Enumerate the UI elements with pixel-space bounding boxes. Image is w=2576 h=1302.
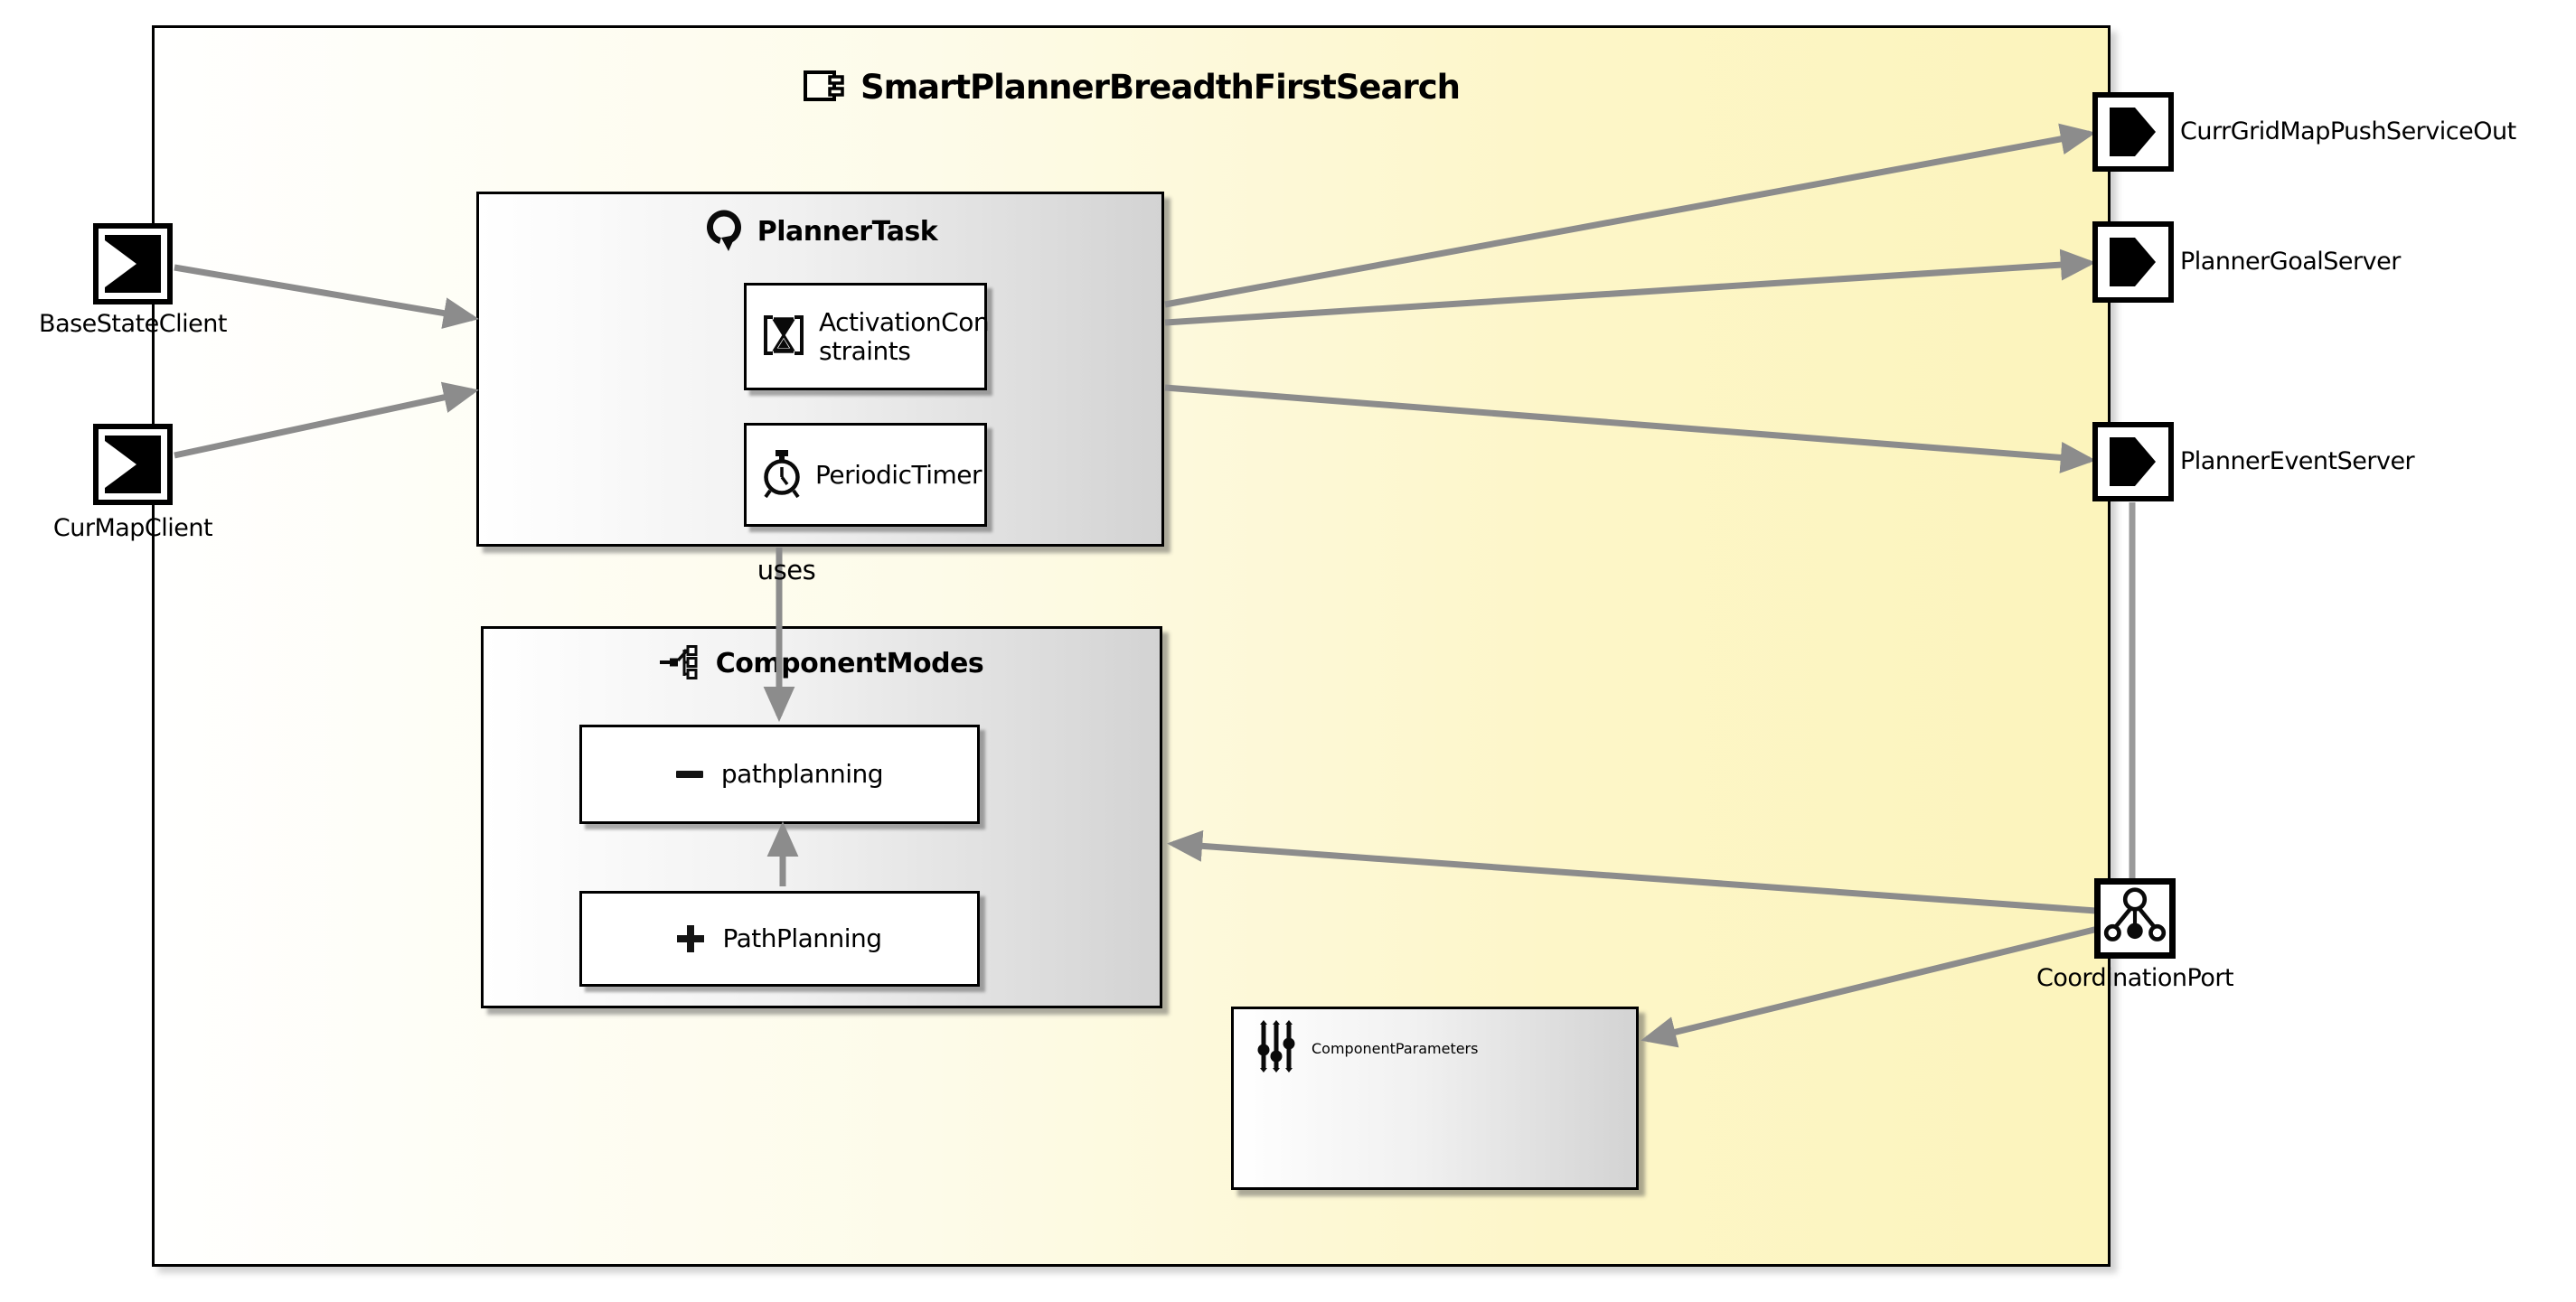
task-loop-icon bbox=[703, 207, 745, 256]
port-plannereventserver-label: PlannerEventServer bbox=[2180, 447, 2415, 475]
component-modes-title: ComponentModes bbox=[715, 647, 984, 679]
client-port-icon bbox=[105, 235, 161, 293]
planner-task-title-row: PlannerTask bbox=[479, 207, 1161, 256]
port-curmapclient-label: CurMapClient bbox=[52, 514, 213, 542]
periodic-timer-box[interactable]: PeriodicTimer bbox=[744, 423, 987, 527]
port-basestateclient-label: BaseStateClient bbox=[39, 310, 227, 338]
server-port-icon bbox=[2110, 238, 2156, 286]
hourglass-icon bbox=[759, 309, 808, 365]
activation-constraints-box[interactable]: ActivationCon straints bbox=[744, 283, 990, 390]
panel-component-modes[interactable]: ComponentModes pathplanning PathPlanning bbox=[481, 626, 1162, 1008]
panel-component-parameters[interactable]: ComponentParameters bbox=[1231, 1007, 1639, 1190]
mode-PathPlanning-box[interactable]: PathPlanning bbox=[579, 891, 980, 987]
mode-pathplanning-box[interactable]: pathplanning bbox=[579, 725, 980, 824]
minus-icon bbox=[675, 771, 703, 778]
port-plannergoalserver-label: PlannerGoalServer bbox=[2180, 248, 2401, 276]
port-coordination[interactable] bbox=[2094, 878, 2176, 959]
server-port-icon bbox=[2110, 108, 2156, 156]
component-title-row: SmartPlannerBreadthFirstSearch bbox=[155, 68, 2108, 107]
port-plannergoalserver[interactable] bbox=[2092, 221, 2174, 303]
uses-connector-label: uses bbox=[757, 555, 816, 585]
component-parameters-title: ComponentParameters bbox=[1312, 1039, 1479, 1057]
port-plannereventserver[interactable] bbox=[2092, 422, 2174, 501]
alarm-clock-icon bbox=[759, 448, 804, 502]
uml-component-icon bbox=[803, 70, 846, 106]
port-coordination-label: CoordinationPort bbox=[2035, 964, 2234, 992]
plus-icon bbox=[677, 925, 705, 952]
component-parameters-title-row: ComponentParameters bbox=[1255, 1020, 1478, 1076]
activation-constraints-label: ActivationCon straints bbox=[819, 307, 990, 366]
coordination-port-icon bbox=[2103, 887, 2167, 941]
modes-tree-icon bbox=[659, 643, 703, 683]
port-basestateclient[interactable] bbox=[93, 223, 173, 304]
component-title: SmartPlannerBreadthFirstSearch bbox=[860, 68, 1461, 107]
sliders-icon bbox=[1255, 1020, 1297, 1076]
mode-pathplanning-label: pathplanning bbox=[720, 759, 884, 790]
port-currgridmappushserviceout-label: CurrGridMapPushServiceOut bbox=[2180, 117, 2516, 145]
client-port-icon bbox=[105, 436, 161, 493]
panel-planner-task[interactable]: PlannerTask ActivationCon straints bbox=[476, 192, 1164, 547]
port-curmapclient[interactable] bbox=[93, 424, 173, 505]
periodic-timer-label: PeriodicTimer bbox=[815, 459, 982, 490]
planner-task-title: PlannerTask bbox=[757, 215, 938, 248]
port-currgridmappushserviceout[interactable] bbox=[2092, 92, 2174, 172]
mode-PathPlanning-label: PathPlanning bbox=[722, 923, 882, 954]
component-modes-title-row: ComponentModes bbox=[484, 643, 1160, 683]
server-port-icon bbox=[2110, 437, 2156, 486]
